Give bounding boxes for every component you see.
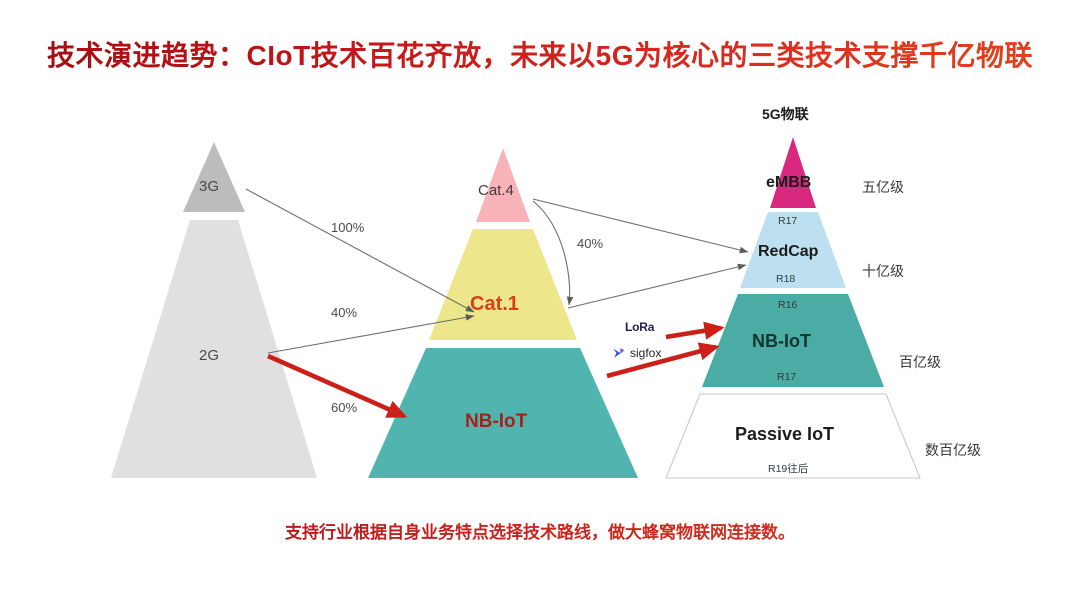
arrow-cat4-to-redcap [532, 198, 749, 254]
band-embb [770, 137, 816, 208]
arrow-lpwan-to-nbiot [665, 321, 725, 340]
lora-logo-text: LoRa [625, 320, 655, 334]
arrow-3g-to-cat1 [245, 188, 475, 313]
sigfox-logo: sigfox [611, 345, 661, 361]
band-cat4 [476, 148, 530, 222]
footer-caption: 支持行业根据自身业务特点选择技术路线，做大蜂窝物联网连接数。 [0, 518, 1080, 543]
page-title: 技术演进趋势：CIoT技术百花齐放，未来以5G为核心的三类技术支撑千亿物联 [0, 34, 1080, 74]
sigfox-mark-icon [613, 348, 625, 358]
arrow-cat1-to-redcap [567, 263, 747, 309]
arrow-2g-to-nbiot [267, 353, 408, 419]
arrow-midnbiot-to-5gnbiot [606, 342, 720, 379]
band-cat1 [429, 229, 577, 340]
band-redcap [740, 212, 846, 288]
band-nbiot-mid [368, 348, 638, 478]
band-2g [111, 220, 317, 478]
arrow-cat4-to-cat1 [532, 200, 574, 306]
arrow-2g-to-cat1 [267, 314, 475, 354]
band-passive-iot [665, 393, 921, 479]
lora-logo: LoRa [625, 320, 654, 334]
band-3g [183, 142, 245, 212]
sigfox-logo-text: sigfox [630, 346, 662, 360]
band-nbiot-5g [702, 294, 884, 387]
